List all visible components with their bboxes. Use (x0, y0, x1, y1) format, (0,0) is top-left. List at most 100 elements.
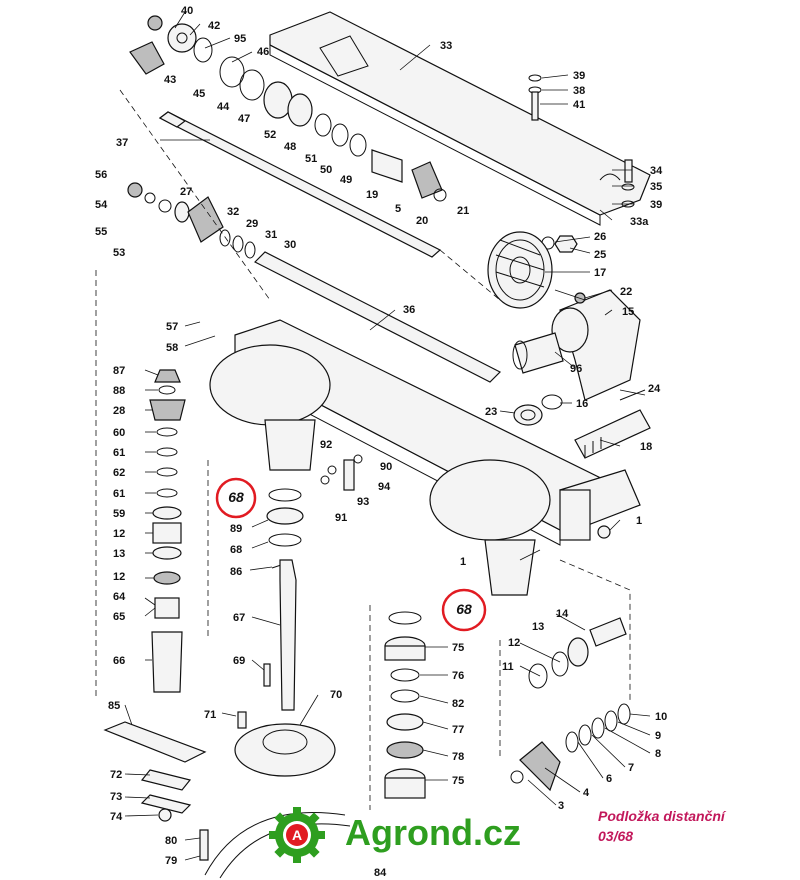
label-51: 51 (305, 153, 317, 165)
label-27: 27 (180, 186, 192, 198)
label-17: 17 (594, 267, 606, 279)
label-76: 76 (452, 670, 464, 682)
label-61-lower: 61 (113, 488, 125, 500)
label-3: 3 (558, 800, 564, 812)
label-85: 85 (108, 700, 120, 712)
pulley-17 (487, 231, 553, 309)
right-lower-cluster (510, 525, 631, 792)
spacer-washer-68-upper (268, 488, 302, 502)
label-11: 11 (502, 661, 514, 673)
label-45: 45 (193, 88, 205, 100)
label-30: 30 (284, 239, 296, 251)
label-5: 5 (395, 203, 401, 215)
middle-stack (263, 488, 304, 711)
label-25: 25 (594, 249, 606, 261)
highlight-circle-lower (441, 588, 487, 632)
label-61-upper: 61 (113, 447, 125, 459)
label-12-right: 12 (508, 637, 520, 649)
shaft-18 (513, 389, 651, 459)
label-1-center: 1 (460, 556, 466, 568)
label-82: 82 (452, 698, 464, 710)
label-64: 64 (113, 591, 126, 603)
label-96: 96 (570, 363, 582, 375)
part-labels: 40 42 95 46 33 39 38 41 43 45 44 47 52 4… (95, 5, 667, 879)
label-79: 79 (165, 855, 177, 867)
label-49: 49 (340, 174, 352, 186)
label-47: 47 (238, 113, 250, 125)
label-34: 34 (650, 165, 663, 177)
brand-name: Agrond.cz (345, 812, 521, 853)
label-33a: 33a (630, 216, 649, 228)
label-18: 18 (640, 441, 652, 453)
label-37: 37 (116, 137, 128, 149)
label-10: 10 (655, 711, 667, 723)
label-29: 29 (246, 218, 258, 230)
label-94: 94 (378, 481, 391, 493)
label-31: 31 (265, 229, 277, 241)
label-20: 20 (416, 215, 428, 227)
highlight-label-68-upper: 68 (228, 489, 244, 505)
label-54: 54 (95, 199, 108, 211)
label-1-right: 1 (636, 515, 642, 527)
label-92: 92 (320, 439, 332, 451)
label-73: 73 (110, 791, 122, 803)
label-50: 50 (320, 164, 332, 176)
label-4: 4 (583, 787, 590, 799)
label-91: 91 (335, 512, 347, 524)
label-70: 70 (330, 689, 342, 701)
label-71: 71 (204, 709, 216, 721)
label-56: 56 (95, 169, 107, 181)
label-15: 15 (622, 306, 634, 318)
label-6: 6 (606, 773, 612, 785)
caption-code: 03/68 (598, 828, 634, 844)
top-gear-cluster (129, 15, 447, 202)
plate-93 (320, 454, 363, 491)
left-gear-cluster (127, 182, 256, 259)
label-60: 60 (113, 427, 125, 439)
leader-lines (124, 11, 651, 861)
label-33: 33 (440, 40, 452, 52)
label-12-left-lower: 12 (113, 571, 125, 583)
label-88: 88 (113, 385, 125, 397)
label-40: 40 (181, 5, 193, 17)
bracket-15 (512, 289, 641, 401)
label-69: 69 (233, 655, 245, 667)
label-59: 59 (113, 508, 125, 520)
label-90: 90 (380, 461, 392, 473)
blade-holder (103, 721, 209, 861)
label-12-left-upper: 12 (113, 528, 125, 540)
label-16: 16 (576, 398, 588, 410)
label-75-lower: 75 (452, 775, 464, 787)
label-95: 95 (234, 33, 246, 45)
label-46: 46 (257, 46, 269, 58)
label-55: 55 (95, 226, 107, 238)
label-62: 62 (113, 467, 125, 479)
spacer-washer-68-lower (388, 611, 422, 625)
gearbox-frame (269, 11, 651, 226)
label-53: 53 (113, 247, 125, 259)
cutter-beam (209, 319, 641, 596)
label-77: 77 (452, 724, 464, 736)
label-38: 38 (573, 85, 585, 97)
label-58: 58 (166, 342, 178, 354)
label-19: 19 (366, 189, 378, 201)
mower-disc-70 (234, 711, 336, 777)
label-42: 42 (208, 20, 220, 32)
shaft-36 (253, 251, 502, 383)
label-72: 72 (110, 769, 122, 781)
label-13-right: 13 (532, 621, 544, 633)
label-66: 66 (113, 655, 125, 667)
label-13-left: 13 (113, 548, 125, 560)
assembly-lines (95, 89, 631, 810)
label-32: 32 (227, 206, 239, 218)
label-74: 74 (110, 811, 123, 823)
label-78: 78 (452, 751, 464, 763)
highlight-circles (215, 477, 487, 632)
label-7: 7 (628, 762, 634, 774)
label-48: 48 (284, 141, 296, 153)
label-65: 65 (113, 611, 125, 623)
label-68-plain: 68 (230, 544, 242, 556)
label-26: 26 (594, 231, 606, 243)
label-35: 35 (650, 181, 662, 193)
